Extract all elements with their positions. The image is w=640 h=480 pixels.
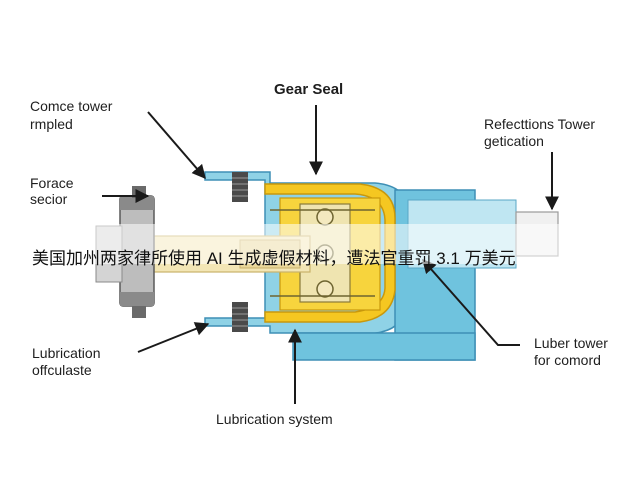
lubrication-offculaste-label-line2: offculaste [32,362,92,378]
leader-lines [102,105,559,404]
forace-label-line2: secior [30,191,68,207]
refections-label-line2: getication [484,133,544,149]
lubrication-system-label: Lubrication system [216,411,333,427]
forace-label-line1: Forace [30,175,74,191]
arrow-lub-offculaste [137,322,210,353]
gear-seal-label: Gear Seal [274,81,344,98]
caption-overlay-text: 美国加州两家律所使用 AI 生成虚假材料，遭法官重罚 3.1 万美元 [32,249,516,268]
arrow-luber [422,258,520,346]
top-bolt [232,172,248,202]
refections-label-line1: Refecttions Tower [484,116,596,132]
bottom-bolt [232,302,248,332]
arrow-comce-tower [147,111,206,180]
bearing-ball-top [316,208,334,226]
luber-tower-label-line2: for comord [534,352,601,368]
comce-tower-label-line1: Comce tower [30,98,113,114]
housing-base [292,332,476,361]
luber-tower-label-line1: Luber tower [534,335,608,351]
lubrication-offculaste-label-line1: Lubrication [32,345,101,361]
bearing-ball-bottom [316,280,334,298]
comce-tower-label-line2: rmpled [30,116,73,132]
caption-overlay [28,224,612,264]
